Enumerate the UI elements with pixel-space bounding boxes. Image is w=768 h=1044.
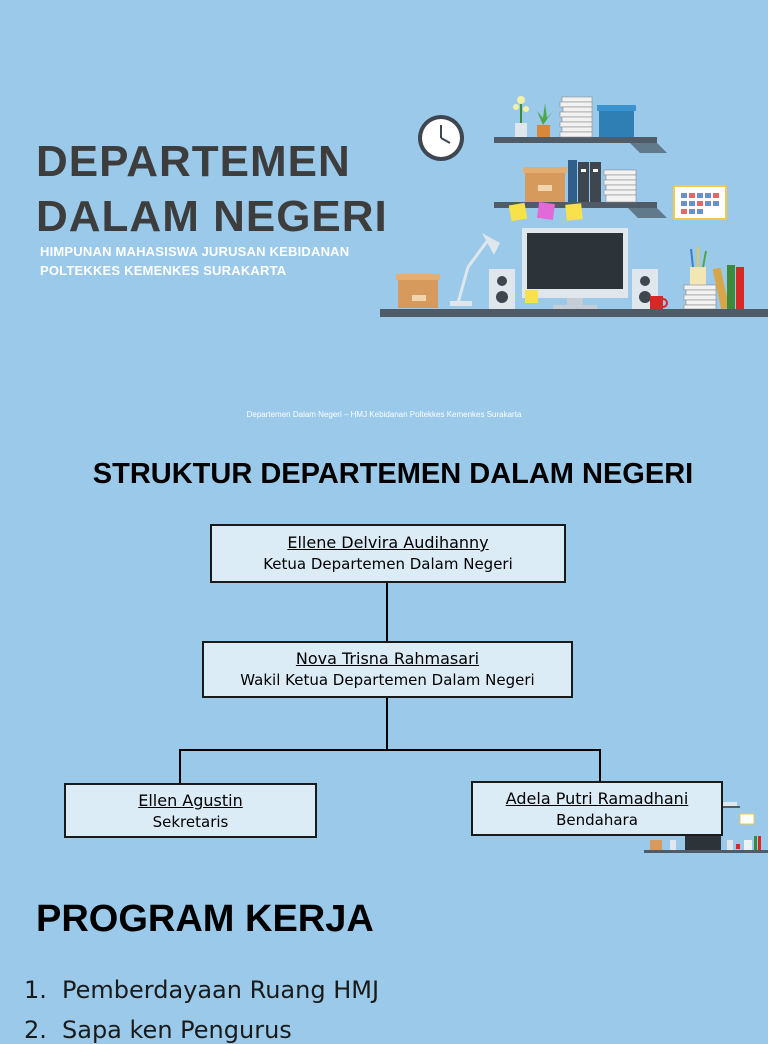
- plant-icon: [513, 96, 553, 137]
- office-illustration: [380, 96, 768, 317]
- program-item-number: 2.: [24, 1016, 47, 1044]
- pencil-cup-icon: [690, 247, 707, 285]
- monitor-icon: [522, 228, 628, 309]
- title-line-1: DEPARTEMEN: [36, 137, 351, 186]
- org-box-ketua: Ellene Delvira Audihanny Ketua Departeme…: [210, 524, 566, 583]
- mini-office-illustration: [644, 802, 768, 853]
- desk-surface: [380, 309, 768, 317]
- wakil-name: Nova Trisna Rahmasari: [295, 649, 480, 668]
- calendar-icon: [673, 185, 727, 220]
- sekretaris-name: Ellen Agustin: [138, 791, 243, 810]
- bendahara-role: Bendahara: [556, 811, 638, 829]
- desk-lamp-icon: [450, 233, 500, 306]
- sekretaris-role: Sekretaris: [152, 813, 229, 831]
- subtitle-line-2: POLTEKKES KEMENKES SURAKARTA: [40, 263, 287, 278]
- books-icon: [559, 96, 593, 138]
- org-box-bendahara: Adela Putri Ramadhani Bendahara: [471, 781, 723, 836]
- top-shelf: [494, 137, 657, 143]
- wakil-role: Wakil Ketua Departemen Dalam Negeri: [240, 671, 535, 689]
- title-line-2: DALAM NEGERI: [36, 192, 388, 241]
- program-item-label: Sapa ken Pengurus: [62, 1016, 292, 1044]
- ketua-role: Ketua Departemen Dalam Negeri: [263, 555, 513, 573]
- subtitle-line-1: HIMPUNAN MAHASISWA JURUSAN KEBIDANAN: [40, 244, 350, 259]
- org-box-wakil: Nova Trisna Rahmasari Wakil Ketua Depart…: [202, 641, 573, 698]
- structure-title: STRUKTUR DEPARTEMEN DALAM NEGERI: [92, 458, 694, 490]
- wall-clock-icon: [418, 115, 464, 161]
- ketua-name: Ellene Delvira Audihanny: [287, 533, 489, 552]
- program-item: 1. Pemberdayaan Ruang HMJ: [24, 978, 379, 1002]
- org-box-sekretaris: Ellen Agustin Sekretaris: [64, 783, 317, 838]
- program-title: PROGRAM KERJA: [36, 898, 374, 940]
- slide-footer: Departemen Dalam Negeri – HMJ Kebidanan …: [246, 410, 522, 419]
- box-icon: [597, 105, 636, 137]
- bendahara-name: Adela Putri Ramadhani: [505, 789, 689, 808]
- program-item-label: Pemberdayaan Ruang HMJ: [62, 976, 380, 1004]
- program-item-number: 1.: [24, 976, 47, 1004]
- mug-icon: [650, 296, 668, 309]
- program-item: 2. Sapa ken Pengurus: [24, 1018, 292, 1042]
